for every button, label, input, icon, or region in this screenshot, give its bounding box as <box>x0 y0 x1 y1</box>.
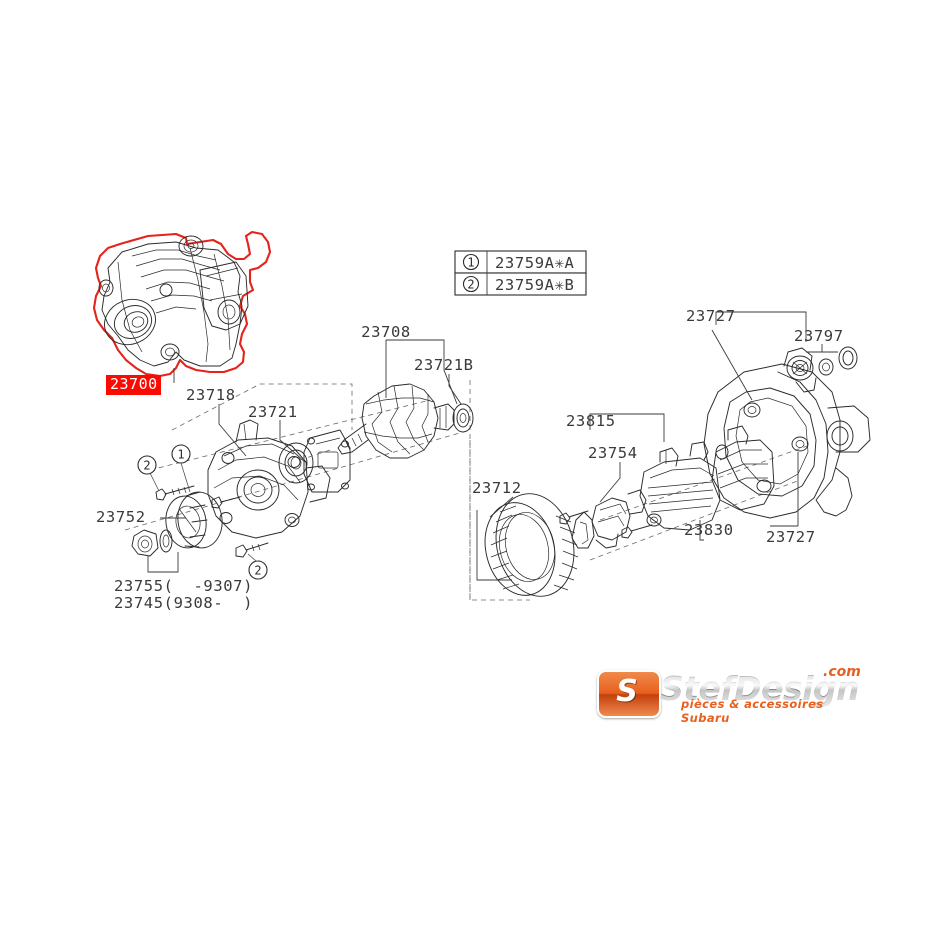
legend-part-1: 23759A✳A <box>495 254 575 272</box>
label-23755: 23755( -9307) <box>114 577 253 595</box>
pulley-part <box>165 491 223 549</box>
label-23745: 23745(9308- ) <box>114 594 253 612</box>
marker-one-text: 1 <box>177 448 184 462</box>
watermark-name: StefDesign <box>660 669 860 708</box>
front-bracket-part <box>207 419 331 539</box>
label-23721B: 23721B <box>414 356 474 374</box>
watermark-logo-letter: S <box>616 674 638 709</box>
front-assembly-group: 1 2 2 23718 23721 23752 23755( -9307) 23… <box>96 383 471 612</box>
rear-cover-group: 23727 23797 23727 <box>686 307 871 546</box>
label-23727-top: 23727 <box>686 307 736 325</box>
marker-circle-two-left <box>137 455 157 475</box>
marker-two-left-text: 2 <box>143 459 150 473</box>
highlight-part-badge[interactable]: 23700 <box>106 375 161 395</box>
highlight-outline <box>92 230 272 378</box>
watermark-logo-badge: S <box>597 670 661 718</box>
label-23815: 23815 <box>566 412 616 430</box>
watermark: S StefDesign StefDesign .com pièces & ac… <box>597 664 869 725</box>
watermark-domain: .com <box>823 664 861 680</box>
legend-marker-2: 2 <box>467 278 474 292</box>
label-23708: 23708 <box>361 323 411 341</box>
label-23727-bottom: 23727 <box>766 528 816 546</box>
bolt-parts <box>155 485 269 558</box>
marker-two-lower-text: 2 <box>254 564 261 578</box>
legend-marker-1: 1 <box>467 256 474 270</box>
label-23752: 23752 <box>96 508 146 526</box>
front-bearing-plate-part <box>278 429 351 493</box>
label-23718: 23718 <box>186 386 236 404</box>
legend-table: 1 2 23759A✳A 23759A✳B <box>454 250 587 296</box>
pulley-nut-part <box>131 529 173 557</box>
label-23830: 23830 <box>684 521 734 539</box>
marker-circle-two-lower <box>248 560 268 580</box>
watermark-tagline: pièces & accessoires Subaru <box>681 697 824 725</box>
label-23754: 23754 <box>588 444 638 462</box>
legend-part-2: 23759A✳B <box>495 276 574 294</box>
rotor-group: 23708 23721B <box>299 323 474 600</box>
label-23797: 23797 <box>794 327 844 345</box>
label-23721: 23721 <box>248 403 298 421</box>
assembled-alternator-group[interactable] <box>92 230 272 383</box>
label-23712: 23712 <box>472 479 522 497</box>
stator-group: 23712 <box>469 440 579 601</box>
